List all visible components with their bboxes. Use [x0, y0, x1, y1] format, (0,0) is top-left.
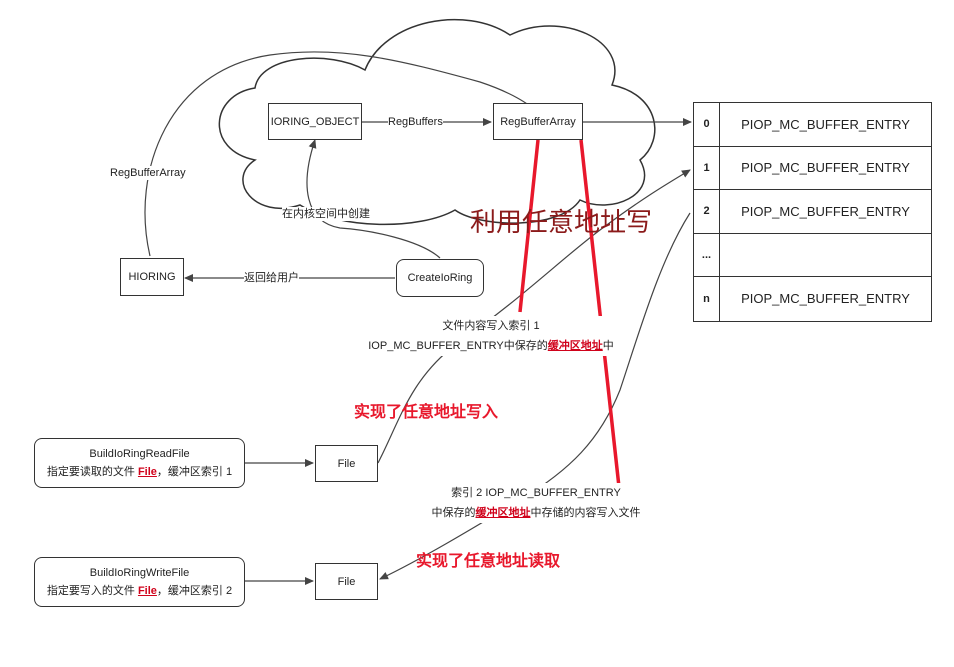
write-index1-line2-post: 中: [602, 340, 614, 352]
edge-index2-to-file: [379, 212, 691, 580]
build-read-desc-post: ，缓冲区索引 1: [156, 466, 233, 478]
read-index2-line2-post: 中存储的内容写入文件: [530, 507, 641, 519]
edge-hioring-regbufferarray: [144, 51, 537, 257]
reg-buffer-array-label: RegBufferArray: [500, 115, 576, 128]
read-index2-line1: 索引 2 IOP_MC_BUFFER_ENTRY: [451, 487, 621, 499]
table-row-index: ...: [694, 233, 720, 276]
build-write-desc-pre: 指定要写入的文件: [46, 585, 138, 597]
build-write-file-highlight: File: [137, 585, 157, 597]
build-write-desc: 指定要写入的文件 File，缓冲区索引 2: [47, 582, 232, 600]
build-read-file-highlight: File: [137, 466, 157, 478]
create-ioring-node: CreateIoRing: [396, 259, 484, 297]
file-read-node: File: [315, 445, 378, 482]
build-read-desc-pre: 指定要读取的文件: [46, 466, 138, 478]
file-write-label: File: [337, 575, 356, 588]
read-index2-edge-label: 索引 2 IOP_MC_BUFFER_ENTRY 中保存的缓冲区地址中存储的内容…: [418, 483, 654, 523]
table-row: 0 PIOP_MC_BUFFER_ENTRY: [694, 103, 931, 147]
table-row: ...: [694, 233, 931, 277]
table-row: 2 PIOP_MC_BUFFER_ENTRY: [694, 190, 931, 234]
red-mark-line-right: [579, 139, 621, 488]
table-row-index: 2: [694, 190, 720, 233]
read-index2-buffer-address-highlight: 缓冲区地址: [475, 507, 531, 519]
edge-file-to-index1: [377, 169, 691, 464]
build-write-desc-post: ，缓冲区索引 2: [156, 585, 233, 597]
write-index1-edge-label: 文件内容写入索引 1 IOP_MC_BUFFER_ENTRY中保存的缓冲区地址中: [356, 316, 626, 356]
table-row-value: PIOP_MC_BUFFER_ENTRY: [741, 160, 910, 176]
table-row-index: 1: [694, 146, 720, 189]
build-read-file-node: BuildIoRingReadFile 指定要读取的文件 File，缓冲区索引 …: [34, 438, 245, 488]
hioring-label: HIORING: [128, 271, 176, 283]
write-index1-line1: 文件内容写入索引 1: [442, 320, 540, 332]
ioring-object-label: IORING_OBJECT: [270, 115, 360, 128]
table-row-value: [720, 234, 931, 277]
write-index1-line2: IOP_MC_BUFFER_ENTRY中保存的缓冲区地址中: [356, 336, 626, 356]
write-index1-buffer-address-highlight: 缓冲区地址: [547, 340, 603, 352]
hioring-node: HIORING: [120, 258, 184, 296]
create-ioring-label: CreateIoRing: [407, 272, 473, 284]
build-write-title: BuildIoRingWriteFile: [89, 567, 190, 579]
table-row-index: n: [694, 277, 720, 321]
table-row-value: PIOP_MC_BUFFER_ENTRY: [741, 291, 910, 307]
build-write-file-node: BuildIoRingWriteFile 指定要写入的文件 File，缓冲区索引…: [34, 557, 245, 607]
achieved-read-annotation: 实现了任意地址读取: [416, 553, 561, 570]
file-write-node: File: [315, 563, 378, 600]
arbitrary-write-headline: 利用任意地址写: [470, 208, 653, 238]
table-row-value: PIOP_MC_BUFFER_ENTRY: [741, 116, 910, 132]
file-read-label: File: [337, 457, 356, 470]
kernel-create-edge-label: 在内核空间中创建: [282, 207, 370, 221]
write-index1-line2-pre: IOP_MC_BUFFER_ENTRY中保存的: [368, 340, 548, 352]
build-read-desc: 指定要读取的文件 File，缓冲区索引 1: [47, 463, 232, 481]
return-user-edge-label: 返回给用户: [244, 271, 299, 285]
table-row: 1 PIOP_MC_BUFFER_ENTRY: [694, 146, 931, 190]
table-row-index: 0: [694, 103, 720, 146]
red-mark-line-left: [518, 139, 540, 313]
achieved-write-annotation: 实现了任意地址写入: [354, 404, 499, 421]
read-index2-line2: 中保存的缓冲区地址中存储的内容写入文件: [418, 503, 654, 523]
table-row-value: PIOP_MC_BUFFER_ENTRY: [741, 203, 910, 219]
build-read-title: BuildIoRingReadFile: [89, 448, 190, 460]
read-index2-line2-pre: 中保存的: [431, 507, 476, 519]
table-row: n PIOP_MC_BUFFER_ENTRY: [694, 277, 931, 321]
reg-buffer-array-node: RegBufferArray: [493, 103, 583, 140]
reg-buffer-array-edge-label: RegBufferArray: [110, 166, 186, 180]
reg-buffers-edge-label: RegBuffers: [388, 115, 443, 129]
edge-kernel-create: [306, 139, 441, 259]
ioring-object-node: IORING_OBJECT: [268, 103, 362, 140]
